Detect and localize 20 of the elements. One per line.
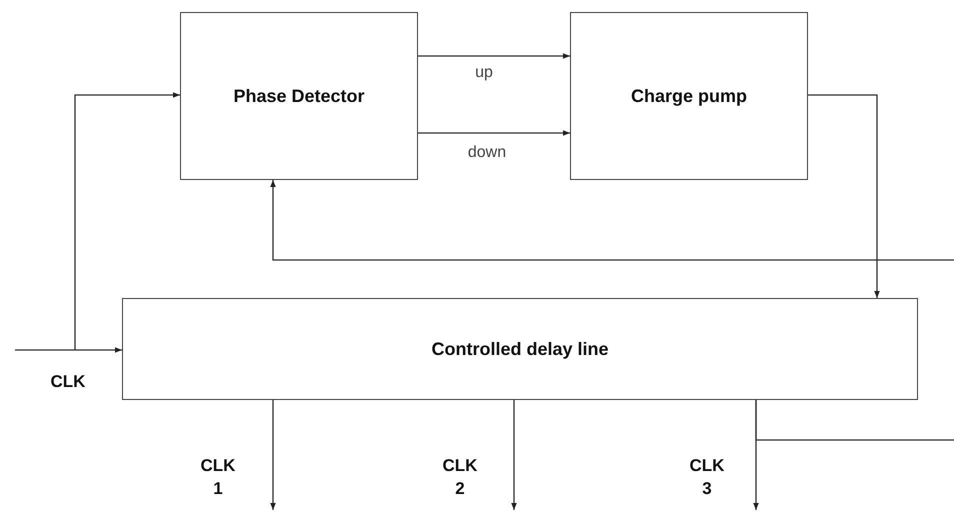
arrow — [808, 94, 880, 298]
block-label: Controlled delay line — [431, 338, 609, 360]
arrow — [418, 130, 570, 136]
signal-label: CLK 3 — [688, 455, 726, 500]
arrow — [270, 180, 954, 261]
edge-label: up — [474, 63, 494, 83]
signal-label: CLK — [50, 371, 86, 393]
signal-label: CLK 2 — [442, 455, 478, 500]
signal-label: CLK 1 — [200, 455, 236, 500]
block-box — [570, 12, 808, 180]
arrow — [418, 53, 570, 59]
arrow — [15, 347, 122, 353]
arrow — [74, 92, 180, 350]
edge-label: down — [466, 143, 508, 163]
arrow — [511, 400, 517, 510]
block-label: Charge pump — [630, 86, 747, 106]
block-label: Phase Detector — [233, 86, 365, 106]
block-box — [180, 12, 418, 180]
block-box — [122, 298, 918, 400]
arrow — [270, 400, 276, 510]
